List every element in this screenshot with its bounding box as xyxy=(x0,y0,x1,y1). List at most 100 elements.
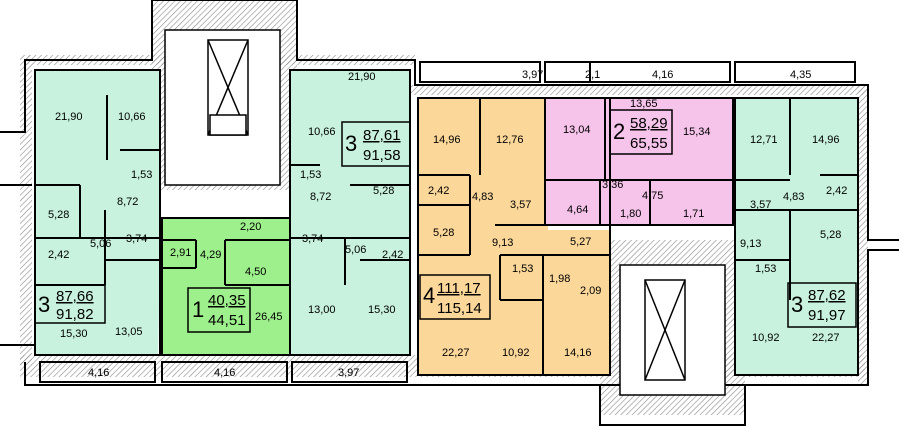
apt-summary-left-3: 3 87,66 91,82 xyxy=(34,284,106,324)
room-area: 10,66 xyxy=(118,111,146,123)
apt-top-left-3-fill xyxy=(290,70,410,355)
apt-area-total: 111,17 xyxy=(437,280,481,297)
apt-summary-1: 1 40,35 44,51 xyxy=(187,287,251,333)
apt-summary-2: 2 58,29 65,55 xyxy=(609,109,673,155)
room-area: 15,34 xyxy=(683,126,711,138)
room-area: 1,53 xyxy=(300,169,321,181)
room-area: 8,72 xyxy=(310,191,331,203)
room-area: 4,50 xyxy=(245,266,266,278)
room-area: 14,16 xyxy=(564,347,592,359)
room-area: 5,28 xyxy=(433,227,454,239)
apt-rooms: 3 xyxy=(791,292,803,317)
room-area: 3,57 xyxy=(750,199,771,211)
room-area: 5,28 xyxy=(373,185,394,197)
room-area: 2,42 xyxy=(48,249,69,261)
room-area: 5,28 xyxy=(820,229,841,241)
room-area: 22,27 xyxy=(442,347,470,359)
room-area: 5,06 xyxy=(345,244,366,256)
room-area: 2,42 xyxy=(382,249,403,261)
room-area: 1,53 xyxy=(131,169,152,181)
room-area: 13,65 xyxy=(630,98,658,110)
room-area: 2,42 xyxy=(428,185,449,197)
apt-summary-top-left-3: 3 87,61 91,58 xyxy=(341,121,411,167)
room-area: 2,09 xyxy=(580,285,601,297)
balcony-width: 4,35 xyxy=(790,69,811,81)
balcony-width: 3,97 xyxy=(522,69,543,81)
room-area: 2,42 xyxy=(826,185,847,197)
room-area: 3,74 xyxy=(302,233,323,245)
room-area: 3,57 xyxy=(510,199,531,211)
room-area: 13,00 xyxy=(308,304,336,316)
apt-2-fill xyxy=(545,98,735,225)
apt-area-balcony: 44,51 xyxy=(208,312,246,329)
room-area: 1,53 xyxy=(512,263,533,275)
room-area: 15,30 xyxy=(368,304,396,316)
apt-rooms: 1 xyxy=(192,297,204,322)
room-area: 2,91 xyxy=(170,247,191,259)
room-area: 22,27 xyxy=(812,332,840,344)
room-area: 26,45 xyxy=(255,311,283,323)
room-area: 15,30 xyxy=(60,328,88,340)
room-area: 10,92 xyxy=(752,332,780,344)
room-area: 5,06 xyxy=(90,238,111,250)
apt-right-3-fill xyxy=(735,98,858,375)
room-area: 4,83 xyxy=(783,191,804,203)
room-area: 9,13 xyxy=(740,238,761,250)
room-area: 3,74 xyxy=(126,233,147,245)
room-area: 12,71 xyxy=(750,134,778,146)
apt-left-3-fill xyxy=(35,70,160,355)
balcony-width: 4,16 xyxy=(652,69,673,81)
room-area: 13,04 xyxy=(563,124,591,136)
room-area: 5,28 xyxy=(48,209,69,221)
apt-area-total: 87,61 xyxy=(363,127,401,144)
apt-area-balcony: 115,14 xyxy=(437,300,482,317)
room-area: 3,36 xyxy=(602,179,623,191)
room-area: 12,76 xyxy=(496,134,524,146)
apt-4-fill xyxy=(418,98,610,375)
room-area: 10,66 xyxy=(308,126,336,138)
balcony-width: 4,16 xyxy=(214,367,235,379)
apt-summary-right-3: 3 87,62 91,97 xyxy=(787,282,857,328)
apartment-fills xyxy=(35,70,858,375)
balcony-width: 4,16 xyxy=(88,367,109,379)
apt-rooms: 4 xyxy=(423,283,435,308)
room-area: 21,90 xyxy=(55,111,83,123)
apt-area-total: 87,66 xyxy=(56,288,94,305)
apt-area-total: 87,62 xyxy=(808,287,846,304)
room-area: 21,90 xyxy=(348,71,376,83)
apt-area-balcony: 91,97 xyxy=(808,307,846,324)
room-area: 14,96 xyxy=(812,134,840,146)
room-area: 13,05 xyxy=(115,326,143,338)
room-area: 1,53 xyxy=(755,263,776,275)
apt-area-balcony: 91,58 xyxy=(363,147,401,164)
room-area: 4,75 xyxy=(642,190,663,202)
stair-core-top xyxy=(164,29,281,186)
apt-rooms: 3 xyxy=(38,292,50,317)
room-area: 1,80 xyxy=(620,208,641,220)
apt-area-balcony: 91,82 xyxy=(56,306,94,323)
apt-area-total: 40,35 xyxy=(208,292,246,309)
room-area: 10,92 xyxy=(502,347,530,359)
apt-summary-4: 4 111,17 115,14 xyxy=(419,274,491,320)
room-labels: 21,90 10,66 1,53 8,72 5,28 5,06 3,74 2,4… xyxy=(48,71,847,359)
balcony-width: 3,97 xyxy=(338,367,359,379)
apartment-summaries: 3 87,66 91,82 3 87,61 91,58 1 40,35 44,5… xyxy=(34,109,857,333)
room-area: 8,72 xyxy=(117,196,138,208)
apt-1-fill xyxy=(162,218,290,355)
stair-core-bottom xyxy=(619,264,726,396)
room-area: 2,20 xyxy=(240,221,261,233)
apt-rooms: 2 xyxy=(613,119,625,144)
room-area: 4,64 xyxy=(567,204,588,216)
apt-area-total: 58,29 xyxy=(630,115,668,132)
room-area: 4,29 xyxy=(200,249,221,261)
room-area: 5,27 xyxy=(570,236,591,248)
room-area: 4,83 xyxy=(472,191,493,203)
balcony-labels: 4,16 4,16 3,97 3,97 2,1 4,16 4,35 xyxy=(88,69,811,379)
room-area: 9,13 xyxy=(492,237,513,249)
room-area: 14,96 xyxy=(433,134,461,146)
room-area: 1,98 xyxy=(549,273,570,285)
apt-rooms: 3 xyxy=(345,131,357,156)
apt-area-balcony: 65,55 xyxy=(630,135,668,152)
